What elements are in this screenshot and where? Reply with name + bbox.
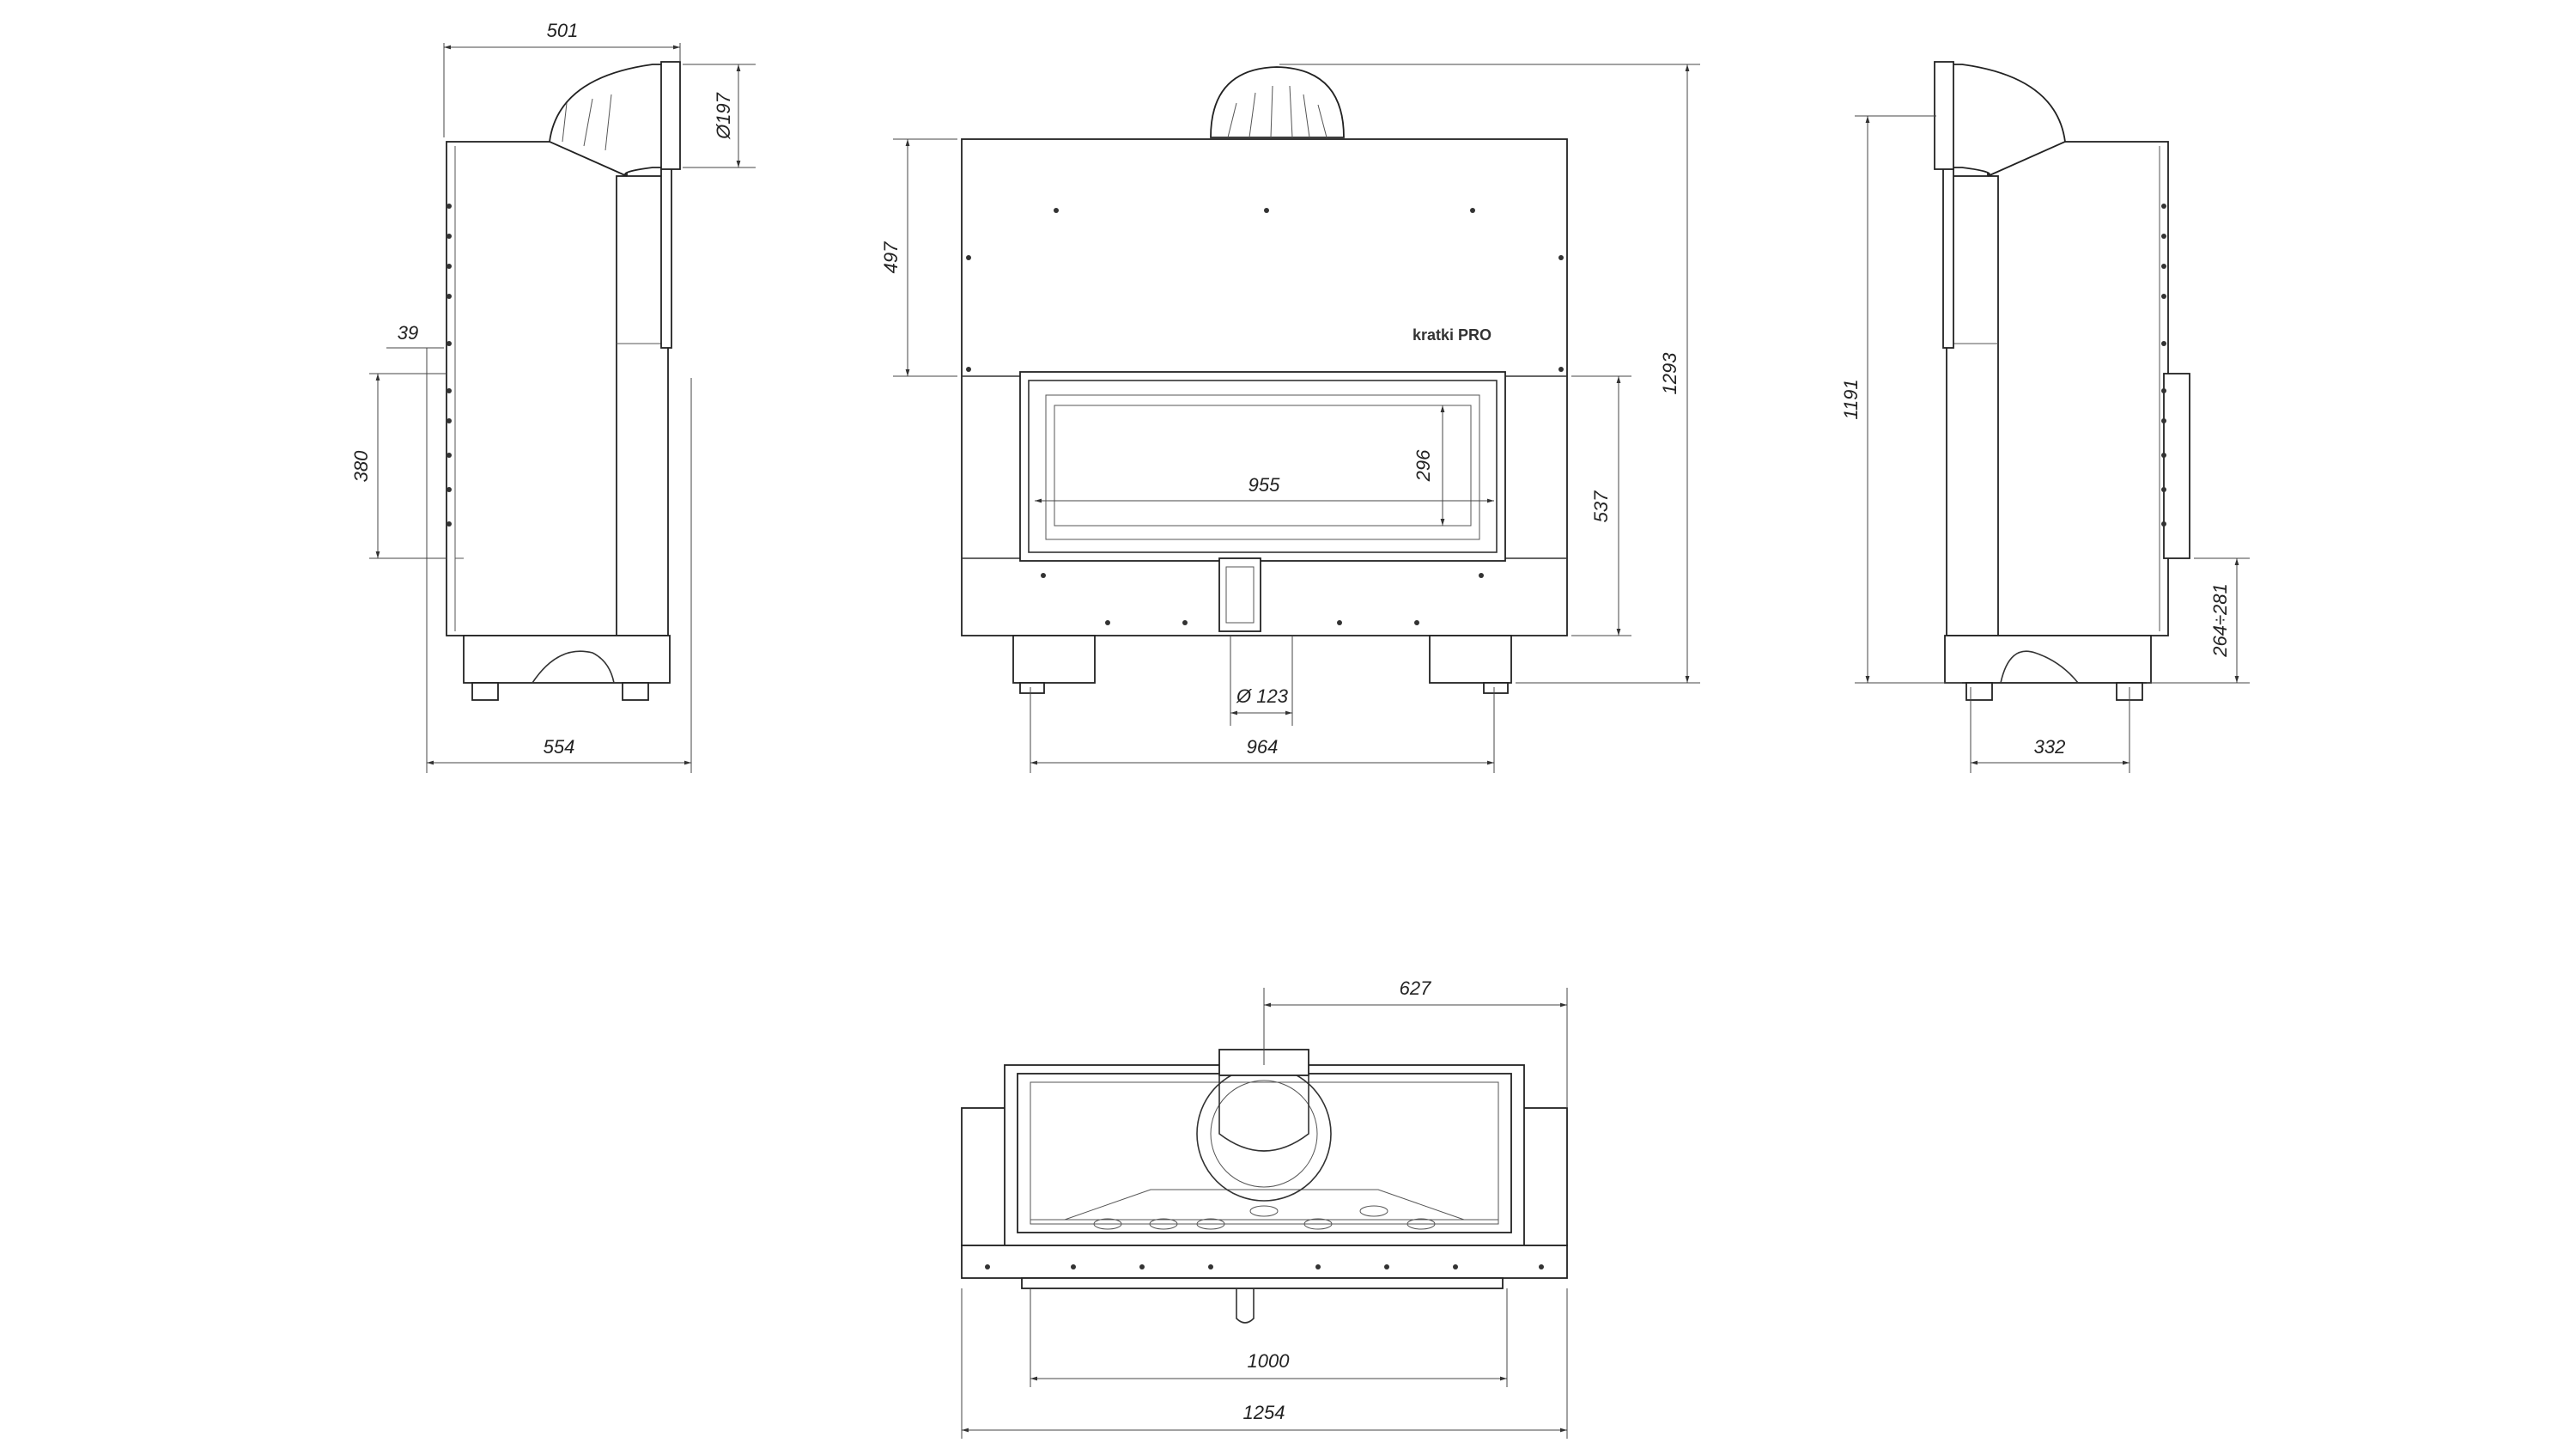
dim-label-1293: 1293 bbox=[1659, 352, 1680, 395]
dim-39: 39 bbox=[386, 322, 444, 349]
dim-964: 964 bbox=[1030, 687, 1495, 773]
dim-label-39: 39 bbox=[398, 322, 418, 344]
dim-label-380: 380 bbox=[350, 450, 372, 482]
dim-diameter-197: Ø197 bbox=[683, 64, 756, 168]
dim-label-197: Ø197 bbox=[713, 92, 734, 140]
dim-label-264-281: 264÷281 bbox=[2209, 583, 2231, 658]
flue-elbow bbox=[549, 61, 681, 177]
dim-1191: 1191 bbox=[1840, 115, 1962, 684]
dim-627: 627 bbox=[1263, 977, 1568, 1108]
dim-label-955: 955 bbox=[1249, 474, 1280, 496]
dim-1293: 1293 bbox=[1279, 64, 1700, 684]
dim-264-281: 264÷281 bbox=[2147, 557, 2250, 684]
dim-501: 501 bbox=[443, 20, 681, 137]
dim-label-296: 296 bbox=[1413, 449, 1434, 482]
flue-collar bbox=[1210, 66, 1345, 138]
dim-label-627: 627 bbox=[1400, 977, 1431, 999]
dim-497: 497 bbox=[880, 138, 957, 377]
right-side-bolts bbox=[2161, 204, 2166, 527]
top-view: 627 1000 1254 bbox=[961, 977, 1568, 1439]
dim-554: 554 bbox=[426, 348, 692, 773]
dim-label-123: Ø 123 bbox=[1236, 685, 1289, 707]
front-view: kratki PRO 497 296 955 537 1293 bbox=[880, 64, 1700, 773]
dim-537: 537 bbox=[1571, 375, 1631, 636]
dim-label-332: 332 bbox=[2034, 736, 2066, 758]
brand-logo: kratki PRO bbox=[1413, 326, 1492, 344]
dim-label-497: 497 bbox=[880, 241, 902, 273]
dim-1000: 1000 bbox=[1030, 1288, 1508, 1387]
dim-380: 380 bbox=[350, 373, 447, 559]
top-bolts bbox=[985, 1205, 1544, 1269]
dim-label-537: 537 bbox=[1590, 490, 1612, 522]
dim-296: 296 bbox=[1413, 405, 1445, 526]
dim-955: 955 bbox=[1035, 474, 1494, 503]
dim-label-554: 554 bbox=[544, 736, 575, 758]
dim-label-501: 501 bbox=[547, 20, 579, 41]
left-side-view: 501 Ø197 39 380 554 bbox=[350, 20, 756, 773]
front-bolts bbox=[966, 208, 1564, 625]
dim-label-1191: 1191 bbox=[1840, 379, 1862, 419]
dim-1254: 1254 bbox=[961, 1288, 1568, 1439]
dim-diameter-123: Ø 123 bbox=[1230, 636, 1293, 726]
glass-door bbox=[1019, 371, 1506, 562]
flue-elbow-right bbox=[1934, 61, 2066, 177]
dim-label-1254: 1254 bbox=[1243, 1402, 1285, 1423]
dim-label-1000: 1000 bbox=[1248, 1350, 1291, 1372]
left-side-bolts bbox=[447, 204, 452, 527]
right-side-view: 1191 264÷281 332 bbox=[1840, 61, 2250, 773]
dim-332: 332 bbox=[1970, 687, 2130, 773]
dim-label-964: 964 bbox=[1247, 736, 1279, 758]
